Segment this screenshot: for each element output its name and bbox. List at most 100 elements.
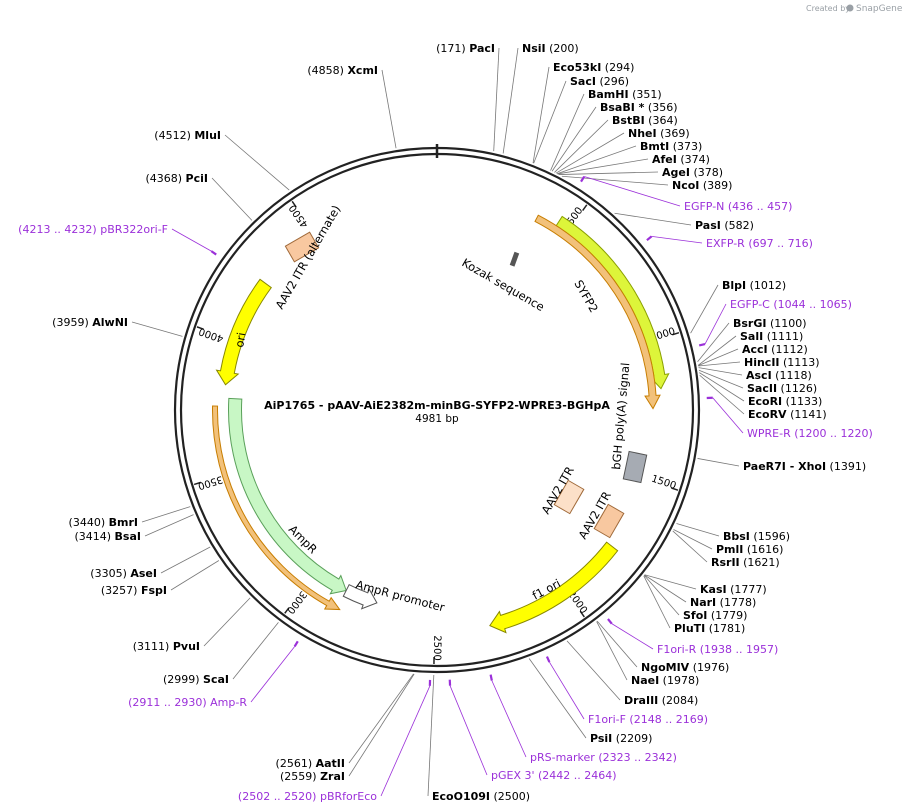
restriction-site-label[interactable]: (3111) PvuI	[133, 640, 200, 653]
aav2-itr-alternate-block[interactable]	[284, 231, 320, 263]
primer-label[interactable]: EGFP-N (436 .. 457)	[684, 200, 792, 213]
site-leader	[672, 530, 708, 563]
restriction-site-label[interactable]: BmtI (373)	[640, 140, 702, 153]
restriction-site-label[interactable]: PmlI (1616)	[716, 543, 783, 556]
restriction-site-label[interactable]: (3305) AseI	[90, 567, 157, 580]
primer-label[interactable]: F1ori-F (2148 .. 2169)	[588, 713, 708, 726]
site-leader	[643, 574, 680, 616]
restriction-site-label[interactable]: AfeI (374)	[652, 153, 710, 166]
primer-label[interactable]: EXFP-R (697 .. 716)	[706, 237, 813, 250]
restriction-site-label[interactable]: SacII (1126)	[747, 382, 817, 395]
restriction-site-label[interactable]: BsaBI * (356)	[600, 101, 678, 114]
site-leader	[554, 119, 609, 173]
feature-arrow[interactable]	[212, 405, 341, 611]
restriction-site-label[interactable]: AccI (1112)	[742, 343, 808, 356]
kozak-sequence-block[interactable]	[509, 251, 520, 267]
restriction-site-label[interactable]: PsiI (2209)	[590, 732, 652, 745]
site-leader	[644, 574, 687, 603]
restriction-site-label[interactable]: HincII (1113)	[744, 356, 820, 369]
restriction-site-label[interactable]: (4368) PciI	[145, 172, 208, 185]
site-leader	[348, 673, 415, 777]
feature-arrow[interactable]	[228, 397, 347, 595]
site-leader	[533, 80, 567, 164]
site-leader	[224, 134, 290, 191]
restriction-site-label[interactable]: AgeI (378)	[662, 166, 723, 179]
site-leader	[676, 523, 720, 537]
primer-label[interactable]: (4213 .. 4232) pBR322ori-F	[18, 223, 168, 236]
site-leader	[644, 574, 697, 590]
restriction-site-label[interactable]: (3257) FspI	[101, 584, 167, 597]
restriction-site-label[interactable]: NcoI (389)	[672, 179, 732, 192]
primer-label[interactable]: F1ori-R (1938 .. 1957)	[657, 643, 778, 656]
restriction-site-label[interactable]: PasI (582)	[695, 219, 754, 232]
primer-leader	[651, 236, 703, 244]
restriction-site-label[interactable]: BbsI (1596)	[723, 530, 790, 543]
site-leader	[493, 47, 500, 152]
restriction-site-label[interactable]: (4858) XcmI	[307, 64, 378, 77]
primer-leader	[171, 228, 212, 252]
bgh-polya-block[interactable]	[622, 450, 648, 484]
restriction-site-label[interactable]: NheI (369)	[628, 127, 690, 140]
feature-arrow[interactable]	[215, 278, 272, 386]
primer-mark	[607, 618, 613, 625]
restriction-site-label[interactable]: EcoRV (1141)	[748, 408, 827, 421]
site-leader	[699, 374, 745, 415]
site-leader	[203, 597, 251, 647]
restriction-site-label[interactable]: NarI (1778)	[690, 596, 756, 609]
primer-label[interactable]: (2911 .. 2930) Amp-R	[128, 696, 247, 709]
feature-layer	[212, 214, 670, 634]
restriction-site-label[interactable]: BlpI (1012)	[722, 279, 786, 292]
tick-label: 4000	[197, 325, 225, 344]
restriction-site-label[interactable]: (2999) ScaI	[163, 673, 229, 686]
restriction-site-label[interactable]: Eco53kI (294)	[553, 61, 634, 74]
primer-label[interactable]: WPRE-R (1200 .. 1220)	[747, 427, 873, 440]
restriction-site-label[interactable]: NgoMIV (1976)	[641, 661, 729, 674]
feature-arrow[interactable]	[342, 583, 378, 610]
site-leader	[558, 171, 659, 175]
restriction-site-label[interactable]: NaeI (1978)	[631, 674, 699, 687]
restriction-site-label[interactable]: NsiI (200)	[522, 42, 579, 55]
aav2-itr-block-1[interactable]	[553, 479, 585, 515]
site-leader	[697, 335, 737, 366]
primer-mark	[698, 342, 706, 347]
restriction-site-label[interactable]: RsrII (1621)	[711, 556, 780, 569]
site-leader	[144, 514, 194, 537]
restriction-site-label[interactable]: (3414) BsaI	[74, 530, 141, 543]
tick-mark	[193, 481, 202, 486]
restriction-site-label[interactable]: (3440) BmrI	[69, 516, 138, 529]
primer-mark	[545, 656, 551, 663]
primer-label[interactable]: pGEX 3' (2442 .. 2464)	[491, 769, 617, 782]
primer-leader	[449, 685, 488, 776]
restriction-site-label[interactable]: BstBI (364)	[612, 114, 678, 127]
restriction-site-label[interactable]: KasI (1777)	[700, 583, 767, 596]
restriction-site-label[interactable]: (3959) AlwNI	[52, 316, 128, 329]
primer-label[interactable]: pRS-marker (2323 .. 2342)	[530, 751, 677, 764]
restriction-site-label[interactable]: EcoRI (1133)	[748, 395, 822, 408]
restriction-site-label[interactable]: (4512) MluI	[154, 129, 221, 142]
primer-leader	[380, 685, 431, 797]
restriction-site-label[interactable]: (171) PacI	[436, 42, 495, 55]
restriction-site-label[interactable]: SfoI (1779)	[683, 609, 747, 622]
feature-arrow[interactable]	[534, 214, 661, 410]
restriction-site-label[interactable]: PluTI (1781)	[674, 622, 745, 635]
restriction-site-label[interactable]: SalI (1111)	[740, 330, 803, 343]
restriction-site-label[interactable]: SacI (296)	[570, 75, 629, 88]
primer-label[interactable]: EGFP-C (1044 .. 1065)	[730, 298, 852, 311]
restriction-site-label[interactable]: EcoO109I (2500)	[432, 790, 530, 803]
feature-arrow[interactable]	[489, 541, 619, 634]
site-leader	[690, 284, 719, 334]
restriction-site-label[interactable]: (2559) ZraI	[280, 770, 345, 783]
kozak-label: Kozak sequence	[460, 255, 547, 314]
primer-label[interactable]: (2502 .. 2520) pBRforEco	[238, 790, 377, 803]
restriction-site-label[interactable]: AscI (1118)	[746, 369, 812, 382]
site-leader	[532, 66, 550, 164]
site-leader	[698, 361, 741, 367]
restriction-site-label[interactable]: DraIII (2084)	[624, 694, 698, 707]
restriction-site-label[interactable]: PaeR7I - XhoI (1391)	[743, 460, 866, 473]
restriction-site-label[interactable]: (2561) AatII	[276, 757, 345, 770]
restriction-site-label[interactable]: BamHI (351)	[588, 88, 662, 101]
leader-layer	[131, 47, 745, 797]
credit-brand: SnapGene	[856, 4, 902, 14]
aav2-itr-block-2[interactable]	[593, 503, 625, 539]
restriction-site-label[interactable]: BsrGI (1100)	[733, 317, 807, 330]
